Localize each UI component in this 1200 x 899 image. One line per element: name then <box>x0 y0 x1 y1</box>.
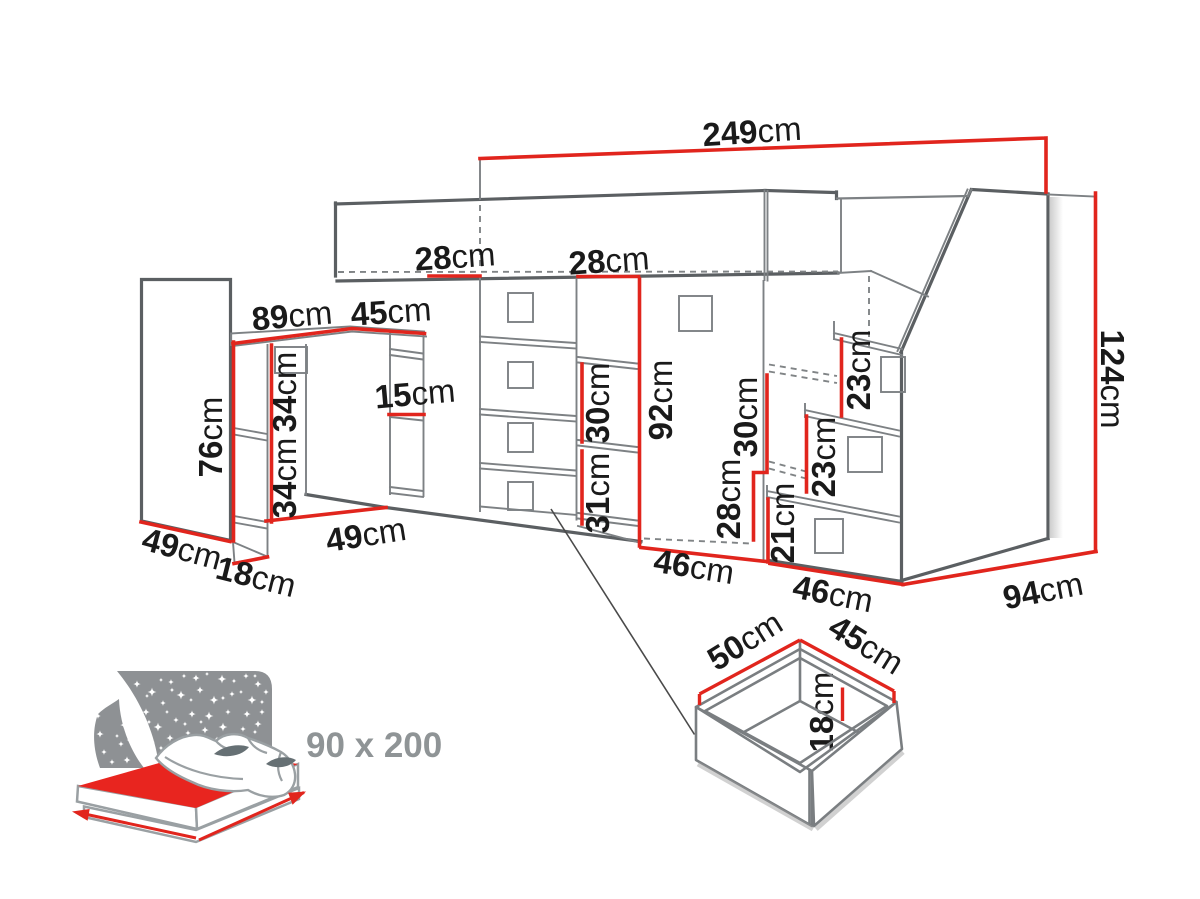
svg-text:21cm: 21cm <box>764 483 801 564</box>
svg-text:30cm: 30cm <box>579 363 616 444</box>
svg-text:15cm: 15cm <box>373 372 457 416</box>
svg-text:89cm: 89cm <box>250 294 334 338</box>
svg-text:28cm: 28cm <box>567 239 650 282</box>
svg-text:34cm: 34cm <box>266 352 303 433</box>
svg-text:249cm: 249cm <box>701 110 802 153</box>
svg-text:50cm: 50cm <box>701 603 789 677</box>
svg-text:46cm: 46cm <box>790 568 876 620</box>
svg-text:49cm: 49cm <box>138 520 226 577</box>
svg-text:124cm: 124cm <box>1094 329 1131 428</box>
svg-text:28cm: 28cm <box>413 235 496 278</box>
svg-text:34cm: 34cm <box>266 438 303 519</box>
svg-text:49cm: 49cm <box>323 510 409 559</box>
svg-text:76cm: 76cm <box>192 397 229 478</box>
svg-text:18cm: 18cm <box>212 549 299 604</box>
svg-text:30cm: 30cm <box>727 377 764 458</box>
svg-text:28cm: 28cm <box>710 459 747 540</box>
svg-text:90 x 200: 90 x 200 <box>306 726 442 765</box>
svg-text:45cm: 45cm <box>349 290 432 333</box>
svg-text:31cm: 31cm <box>579 453 616 534</box>
svg-text:23cm: 23cm <box>840 330 877 411</box>
svg-text:23cm: 23cm <box>805 417 842 498</box>
svg-text:94cm: 94cm <box>1000 565 1086 617</box>
svg-text:46cm: 46cm <box>651 542 737 591</box>
svg-text:92cm: 92cm <box>642 360 679 441</box>
